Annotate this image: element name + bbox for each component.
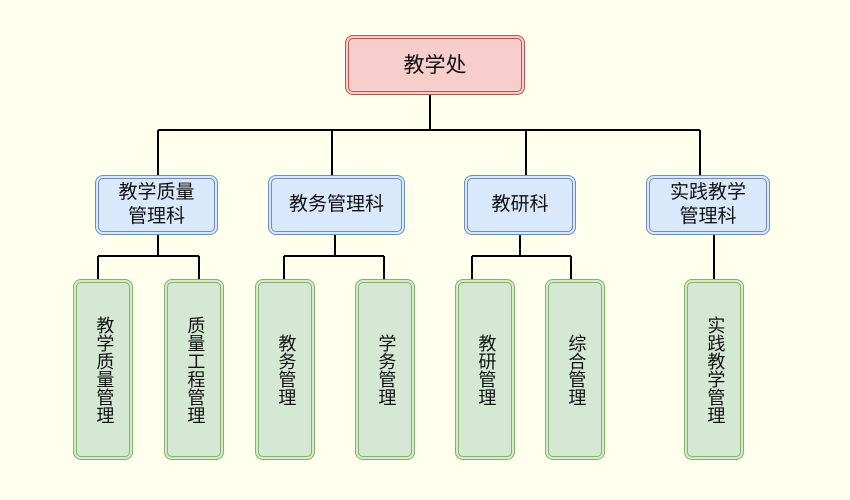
unit-node: 学务管理 bbox=[355, 279, 415, 460]
root-node: 教学处 bbox=[345, 35, 525, 95]
dept1-connector bbox=[97, 235, 200, 279]
unit-label: 教学质量管理 bbox=[93, 315, 115, 424]
unit-node: 教务管理 bbox=[255, 279, 315, 460]
unit-label: 学务管理 bbox=[375, 333, 397, 406]
unit-node: 实践教学管理 bbox=[684, 279, 744, 460]
department-node-practice: 实践教学 管理科 bbox=[646, 175, 770, 235]
unit-label: 质量工程管理 bbox=[184, 315, 206, 424]
unit-node: 综合管理 bbox=[545, 279, 605, 460]
unit-node: 教学质量管理 bbox=[73, 279, 133, 460]
root-connector bbox=[157, 95, 701, 175]
department-node-affairs: 教务管理科 bbox=[268, 175, 405, 235]
unit-label: 实践教学管理 bbox=[704, 315, 726, 424]
unit-label: 教研管理 bbox=[475, 333, 497, 406]
department-label: 实践教学 管理科 bbox=[669, 181, 746, 227]
department-node-quality: 教学质量 管理科 bbox=[95, 175, 218, 235]
department-node-research: 教研科 bbox=[464, 175, 576, 235]
unit-node: 教研管理 bbox=[455, 279, 515, 460]
root-label: 教学处 bbox=[403, 52, 467, 77]
department-label: 教务管理科 bbox=[288, 193, 384, 216]
unit-label: 教务管理 bbox=[275, 333, 297, 406]
unit-node: 质量工程管理 bbox=[164, 279, 224, 460]
department-label: 教研科 bbox=[491, 193, 549, 216]
unit-label: 综合管理 bbox=[565, 333, 587, 406]
department-label: 教学质量 管理科 bbox=[118, 181, 195, 227]
dept2-connector bbox=[283, 235, 385, 279]
dept3-connector bbox=[471, 235, 572, 279]
